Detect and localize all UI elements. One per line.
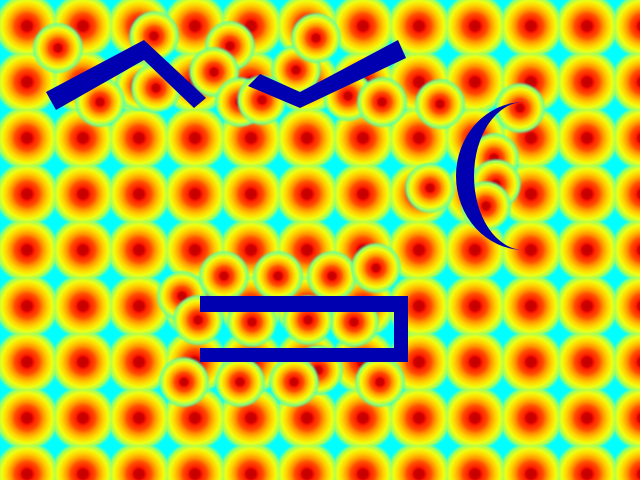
stray-dot <box>214 356 266 408</box>
stray-dot <box>354 356 406 408</box>
crescent-moon[interactable] <box>456 102 524 250</box>
right-chevron[interactable] <box>248 40 406 108</box>
stray-dot <box>198 250 250 302</box>
stray-dot <box>404 162 456 214</box>
stray-dot <box>306 250 358 302</box>
left-chevron[interactable] <box>46 40 206 110</box>
stray-dot <box>290 12 342 64</box>
stray-dot <box>350 242 402 294</box>
stray-dot <box>414 78 466 130</box>
stray-dot <box>158 356 210 408</box>
stray-dot <box>494 82 546 134</box>
bracket-line[interactable] <box>200 296 408 362</box>
stray-dot <box>32 22 84 74</box>
stray-dot <box>268 356 320 408</box>
stray-dot <box>252 250 304 302</box>
stray-dot <box>356 76 408 128</box>
